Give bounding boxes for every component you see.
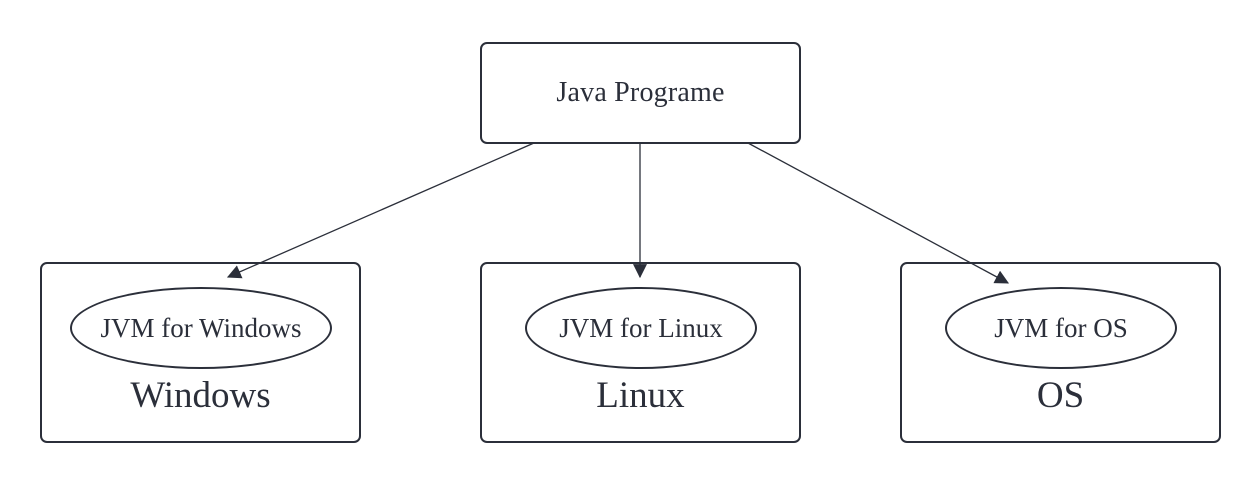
- jvm-os-label: JVM for OS: [994, 312, 1128, 343]
- os-os-label: OS: [1036, 375, 1085, 416]
- os-platform-node: JVM for OS OS: [900, 262, 1221, 443]
- linux-os-label: Linux: [596, 375, 685, 416]
- jvm-os-node: JVM for OS: [945, 287, 1177, 369]
- jvm-windows-node: JVM for Windows: [70, 287, 332, 369]
- windows-os-label: Windows: [130, 375, 271, 416]
- java-program-label: Java Programe: [556, 77, 725, 108]
- arrow-to-jvm-windows: [226, 142, 535, 279]
- linux-platform-node: JVM for Linux Linux: [480, 262, 801, 443]
- jvm-linux-label: JVM for Linux: [559, 312, 723, 343]
- jvm-linux-node: JVM for Linux: [525, 287, 757, 369]
- windows-platform-node: JVM for Windows Windows: [40, 262, 361, 443]
- java-program-node: Java Programe: [480, 42, 801, 144]
- jvm-windows-label: JVM for Windows: [100, 312, 302, 343]
